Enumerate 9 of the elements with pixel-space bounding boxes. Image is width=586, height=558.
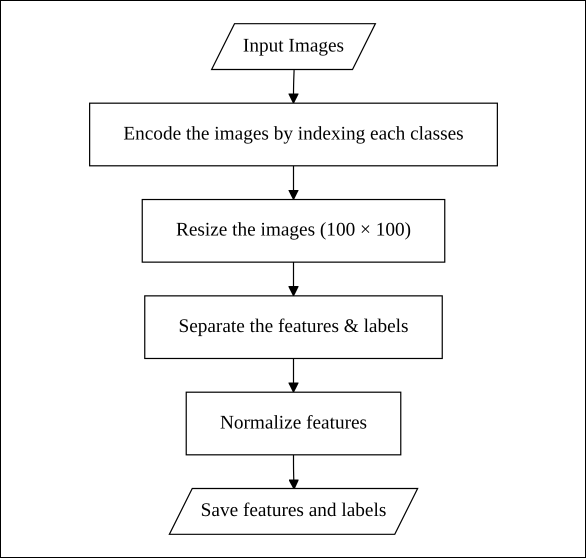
node-box: Separate the features & labels [144,295,442,360]
arrow [288,454,299,490]
arrow [288,262,298,296]
arrow [288,166,298,200]
node-box: Normalize features [185,392,401,456]
arrow [288,70,298,104]
arrow [288,358,298,393]
node-box: Resize the images (100 × 100) [141,198,445,263]
node-box: Encode the images by indexing each classes [88,102,498,166]
